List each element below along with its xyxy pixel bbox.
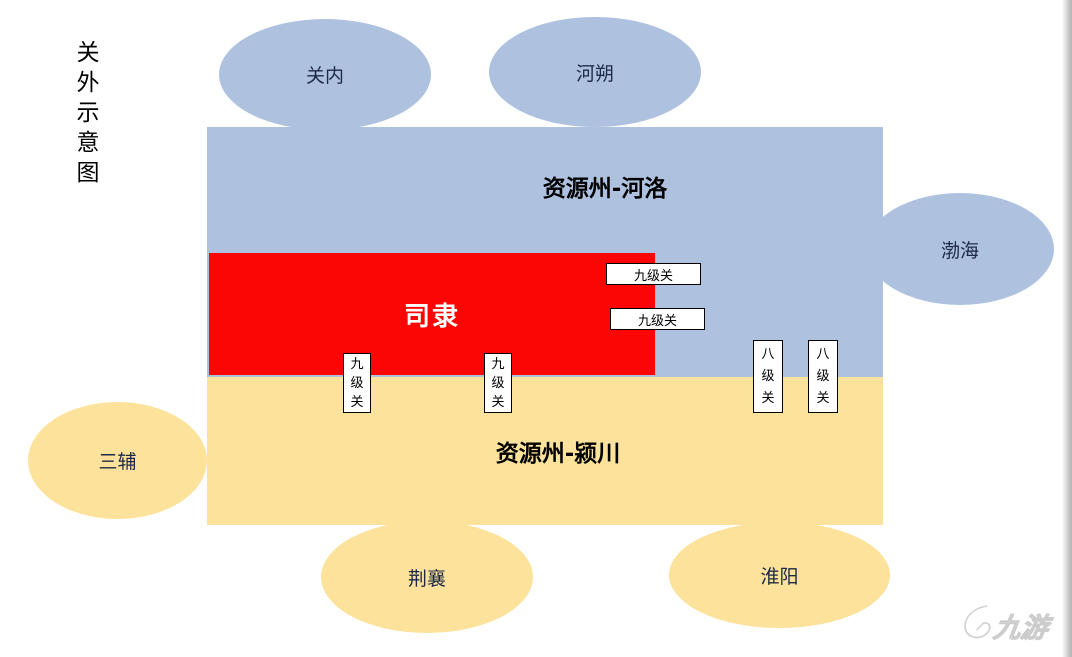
ellipse-jingxiang: 荆襄 — [321, 521, 533, 633]
jiuyou-watermark: 九游 — [958, 599, 1062, 651]
ellipse-guannei: 关内 — [219, 19, 431, 130]
ellipse-heshuo: 河朔 — [489, 17, 701, 127]
pass-level9-box-4: 九 级 关 — [484, 353, 512, 413]
jiuyou-watermark-text: 九游 — [991, 613, 1055, 644]
pass-level8-box-1: 八 级 关 — [753, 340, 783, 413]
ellipse-heshuo-label: 河朔 — [575, 62, 614, 85]
ellipse-sanfu-label: 三辅 — [98, 451, 137, 473]
diagram-title: 关 外 示 意 图 — [76, 40, 100, 186]
ellipse-jingxiang-label: 荆襄 — [407, 567, 446, 590]
pass-level9-box-3: 九 级 关 — [343, 353, 371, 413]
ellipse-guannei-label: 关内 — [305, 65, 344, 87]
jiuyou-logo-icon — [964, 605, 991, 639]
region-heluo-label: 资源州-河洛 — [542, 176, 668, 202]
pass-level8-box-2: 八 级 关 — [808, 340, 838, 413]
region-sili: 司隶 — [209, 253, 655, 375]
ellipse-bohai: 渤海 — [866, 193, 1054, 305]
ellipse-huaiyang-label: 淮阳 — [760, 565, 799, 588]
ellipse-bohai-label: 渤海 — [940, 239, 979, 262]
page-edge-shadow — [1062, 0, 1072, 657]
ellipse-sanfu: 三辅 — [28, 402, 207, 519]
region-yingchuan-label: 资源州-颍川 — [495, 441, 621, 467]
region-sili-label: 司隶 — [403, 301, 460, 332]
ellipse-huaiyang: 淮阳 — [669, 522, 890, 628]
pass-level9-box-2: 九级关 — [610, 308, 705, 330]
pass-level9-box-1: 九级关 — [606, 263, 701, 285]
